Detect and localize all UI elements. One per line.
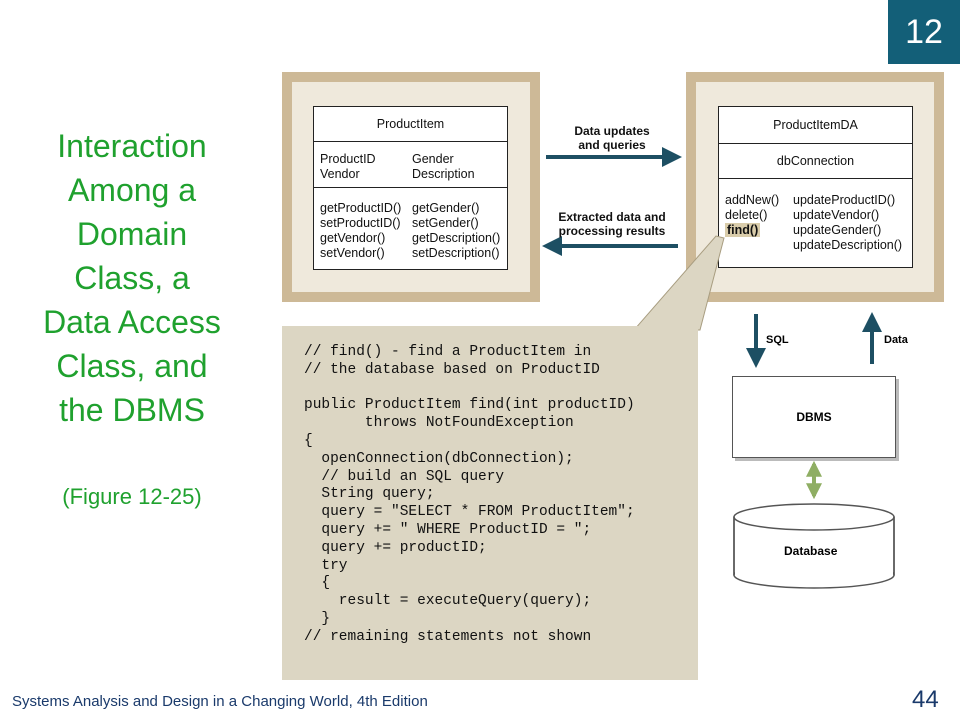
domain-class-box: ProductItem ProductID Vendor Gender Desc… — [313, 106, 508, 270]
title-line: Domain — [76, 216, 188, 252]
title-line: Interaction — [57, 128, 207, 164]
slide-title: Interaction Among a Domain Class, a Data… — [20, 124, 244, 432]
figure-reference: (Figure 12-25) — [62, 484, 202, 509]
class-name: ProductItemDA — [719, 107, 912, 144]
code-line: { — [304, 432, 313, 449]
method: setVendor() — [320, 246, 385, 260]
code-line: query += " WHERE ProductID = "; — [304, 521, 592, 538]
database-label: Database — [784, 544, 838, 558]
code-line: { — [304, 575, 331, 592]
code-line: try — [304, 557, 348, 574]
method: setGender() — [412, 216, 479, 230]
code-line: query += productID; — [304, 539, 487, 556]
page-number: 44 — [912, 686, 939, 713]
title-line: the DBMS — [59, 392, 205, 428]
attribute: Description — [412, 167, 475, 181]
sql-label: SQL — [766, 334, 789, 346]
data-label: Data — [884, 334, 908, 346]
arrow-top-label: Data updates and queries — [574, 124, 650, 152]
code-line: // build an SQL query — [304, 468, 505, 485]
method: updateVendor() — [793, 208, 880, 222]
arrow-bottom-label: Extracted data and processing results — [558, 210, 666, 238]
footer-book-title: Systems Analysis and Design in a Changin… — [12, 693, 428, 710]
method: getProductID() — [320, 201, 402, 215]
code-line: // find() - find a ProductItem in — [304, 344, 592, 360]
dbms-box: DBMS — [732, 376, 896, 458]
method: addNew() — [725, 193, 780, 207]
method: getDescription() — [412, 231, 501, 245]
find-method-highlight: find() — [725, 223, 761, 237]
database-cylinder — [733, 503, 895, 589]
method: getVendor() — [320, 231, 386, 245]
code-line: // remaining statements not shown — [304, 628, 592, 645]
title-line: Class, and — [56, 348, 208, 384]
code-line: } — [304, 610, 331, 627]
code-line: throws NotFoundException — [304, 415, 574, 432]
title-line: Class, a — [74, 260, 190, 296]
method: getGender() — [412, 201, 480, 215]
code-line: result = executeQuery(query); — [304, 593, 592, 610]
attribute: dbConnection — [719, 144, 912, 179]
method: updateDescription() — [793, 238, 903, 252]
title-line: Data Access — [43, 304, 221, 340]
callout-pointer — [632, 235, 725, 331]
method: delete() — [725, 208, 768, 222]
method: setDescription() — [412, 246, 500, 260]
code-line: // the database based on ProductID — [304, 361, 600, 378]
method: updateProductID() — [793, 193, 896, 207]
code-line: openConnection(dbConnection); — [304, 450, 574, 467]
title-line: Among a — [67, 172, 197, 208]
code-listing: // find() - find a ProductItem in// the … — [282, 326, 698, 680]
method: updateGender() — [793, 223, 882, 237]
chapter-number-badge: 12 — [888, 0, 960, 64]
data-access-class-box: ProductItemDA dbConnection addNew() dele… — [718, 106, 913, 268]
class-name: ProductItem — [314, 107, 507, 142]
attribute: Vendor — [320, 167, 360, 181]
attribute: Gender — [412, 152, 454, 166]
code-line: query = "SELECT * FROM ProductItem"; — [304, 504, 635, 521]
code-line — [304, 380, 635, 398]
method: setProductID() — [320, 216, 401, 230]
code-line: String query; — [304, 486, 435, 503]
code-line: public ProductItem find(int productID) — [304, 397, 635, 414]
attribute: ProductID — [320, 152, 376, 166]
code-text: // find() - find a ProductItem in// the … — [304, 344, 635, 647]
